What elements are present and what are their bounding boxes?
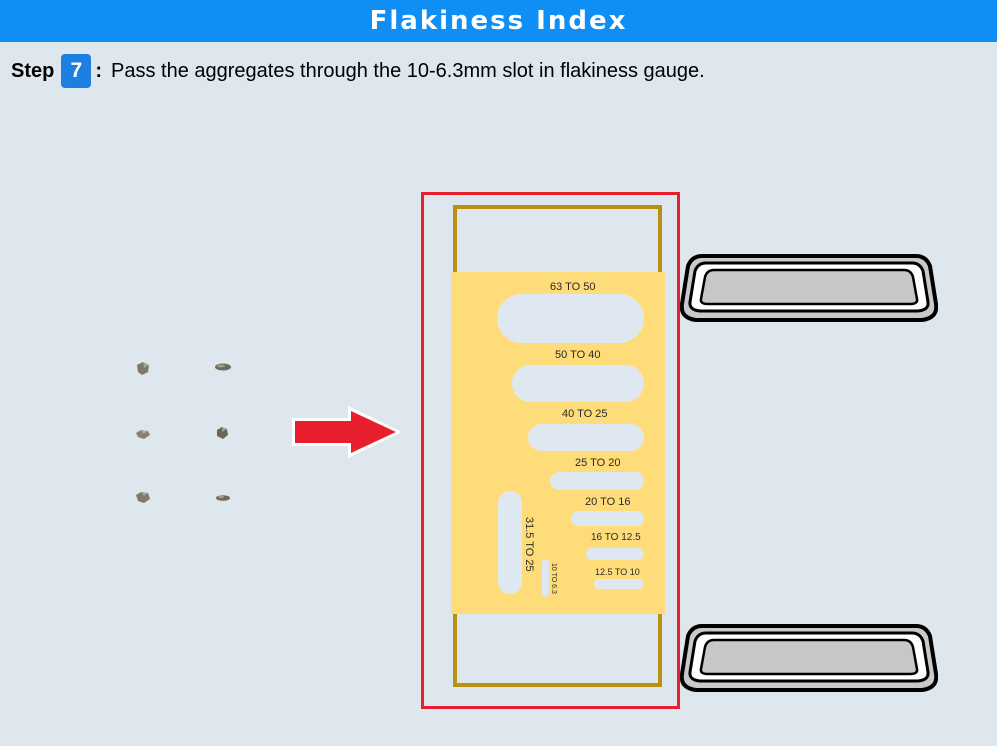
step-separator: : bbox=[95, 59, 103, 82]
aggregate-stone-3[interactable] bbox=[135, 428, 151, 440]
slot-label-31-5-25: 31.5 TO 25 bbox=[523, 517, 535, 572]
slot-label-12-5-10: 12.5 TO 10 bbox=[595, 567, 640, 577]
slot-label-50-40: 50 TO 40 bbox=[555, 349, 601, 361]
step-number-badge: 7 bbox=[61, 54, 92, 88]
slot-20-16[interactable] bbox=[571, 511, 644, 526]
right-arrow-icon bbox=[292, 406, 402, 458]
slot-25-20[interactable] bbox=[550, 472, 644, 490]
slot-label-63-50: 63 TO 50 bbox=[550, 281, 596, 293]
slot-label-20-16: 20 TO 16 bbox=[585, 496, 631, 508]
aggregate-stone-4[interactable] bbox=[215, 426, 229, 440]
top-tray-icon[interactable] bbox=[680, 252, 938, 324]
title-bar: Flakiness Index bbox=[0, 0, 997, 42]
slot-31-5-25[interactable] bbox=[498, 491, 522, 594]
slot-40-25[interactable] bbox=[528, 424, 644, 451]
aggregate-stone-5[interactable] bbox=[135, 491, 151, 504]
slot-label-40-25: 40 TO 25 bbox=[562, 408, 608, 420]
step-text: Pass the aggregates through the 10-6.3mm… bbox=[111, 59, 705, 82]
gauge-highlight-frame bbox=[421, 192, 680, 709]
slot-10-6-3[interactable] bbox=[542, 559, 549, 597]
aggregate-stone-2[interactable] bbox=[214, 362, 232, 372]
flakiness-gauge[interactable]: 63 TO 50 50 TO 40 40 TO 25 25 TO 20 20 T… bbox=[451, 272, 665, 614]
slot-label-25-20: 25 TO 20 bbox=[575, 457, 621, 469]
aggregate-stone-6[interactable] bbox=[215, 494, 231, 502]
slot-50-40[interactable] bbox=[512, 365, 644, 402]
slot-63-50[interactable] bbox=[497, 294, 644, 343]
aggregate-stone-1[interactable] bbox=[135, 361, 151, 377]
step-instruction: Step 7 : Pass the aggregates through the… bbox=[11, 53, 705, 89]
slot-12-5-10[interactable] bbox=[594, 579, 644, 589]
slot-16-12-5[interactable] bbox=[586, 548, 644, 560]
bottom-tray-icon[interactable] bbox=[680, 622, 938, 694]
step-label: Step bbox=[11, 59, 55, 82]
page-title: Flakiness Index bbox=[369, 6, 628, 36]
slot-label-10-6-3: 10 TO 6.3 bbox=[550, 563, 557, 594]
slot-label-16-12-5: 16 TO 12.5 bbox=[591, 532, 641, 543]
